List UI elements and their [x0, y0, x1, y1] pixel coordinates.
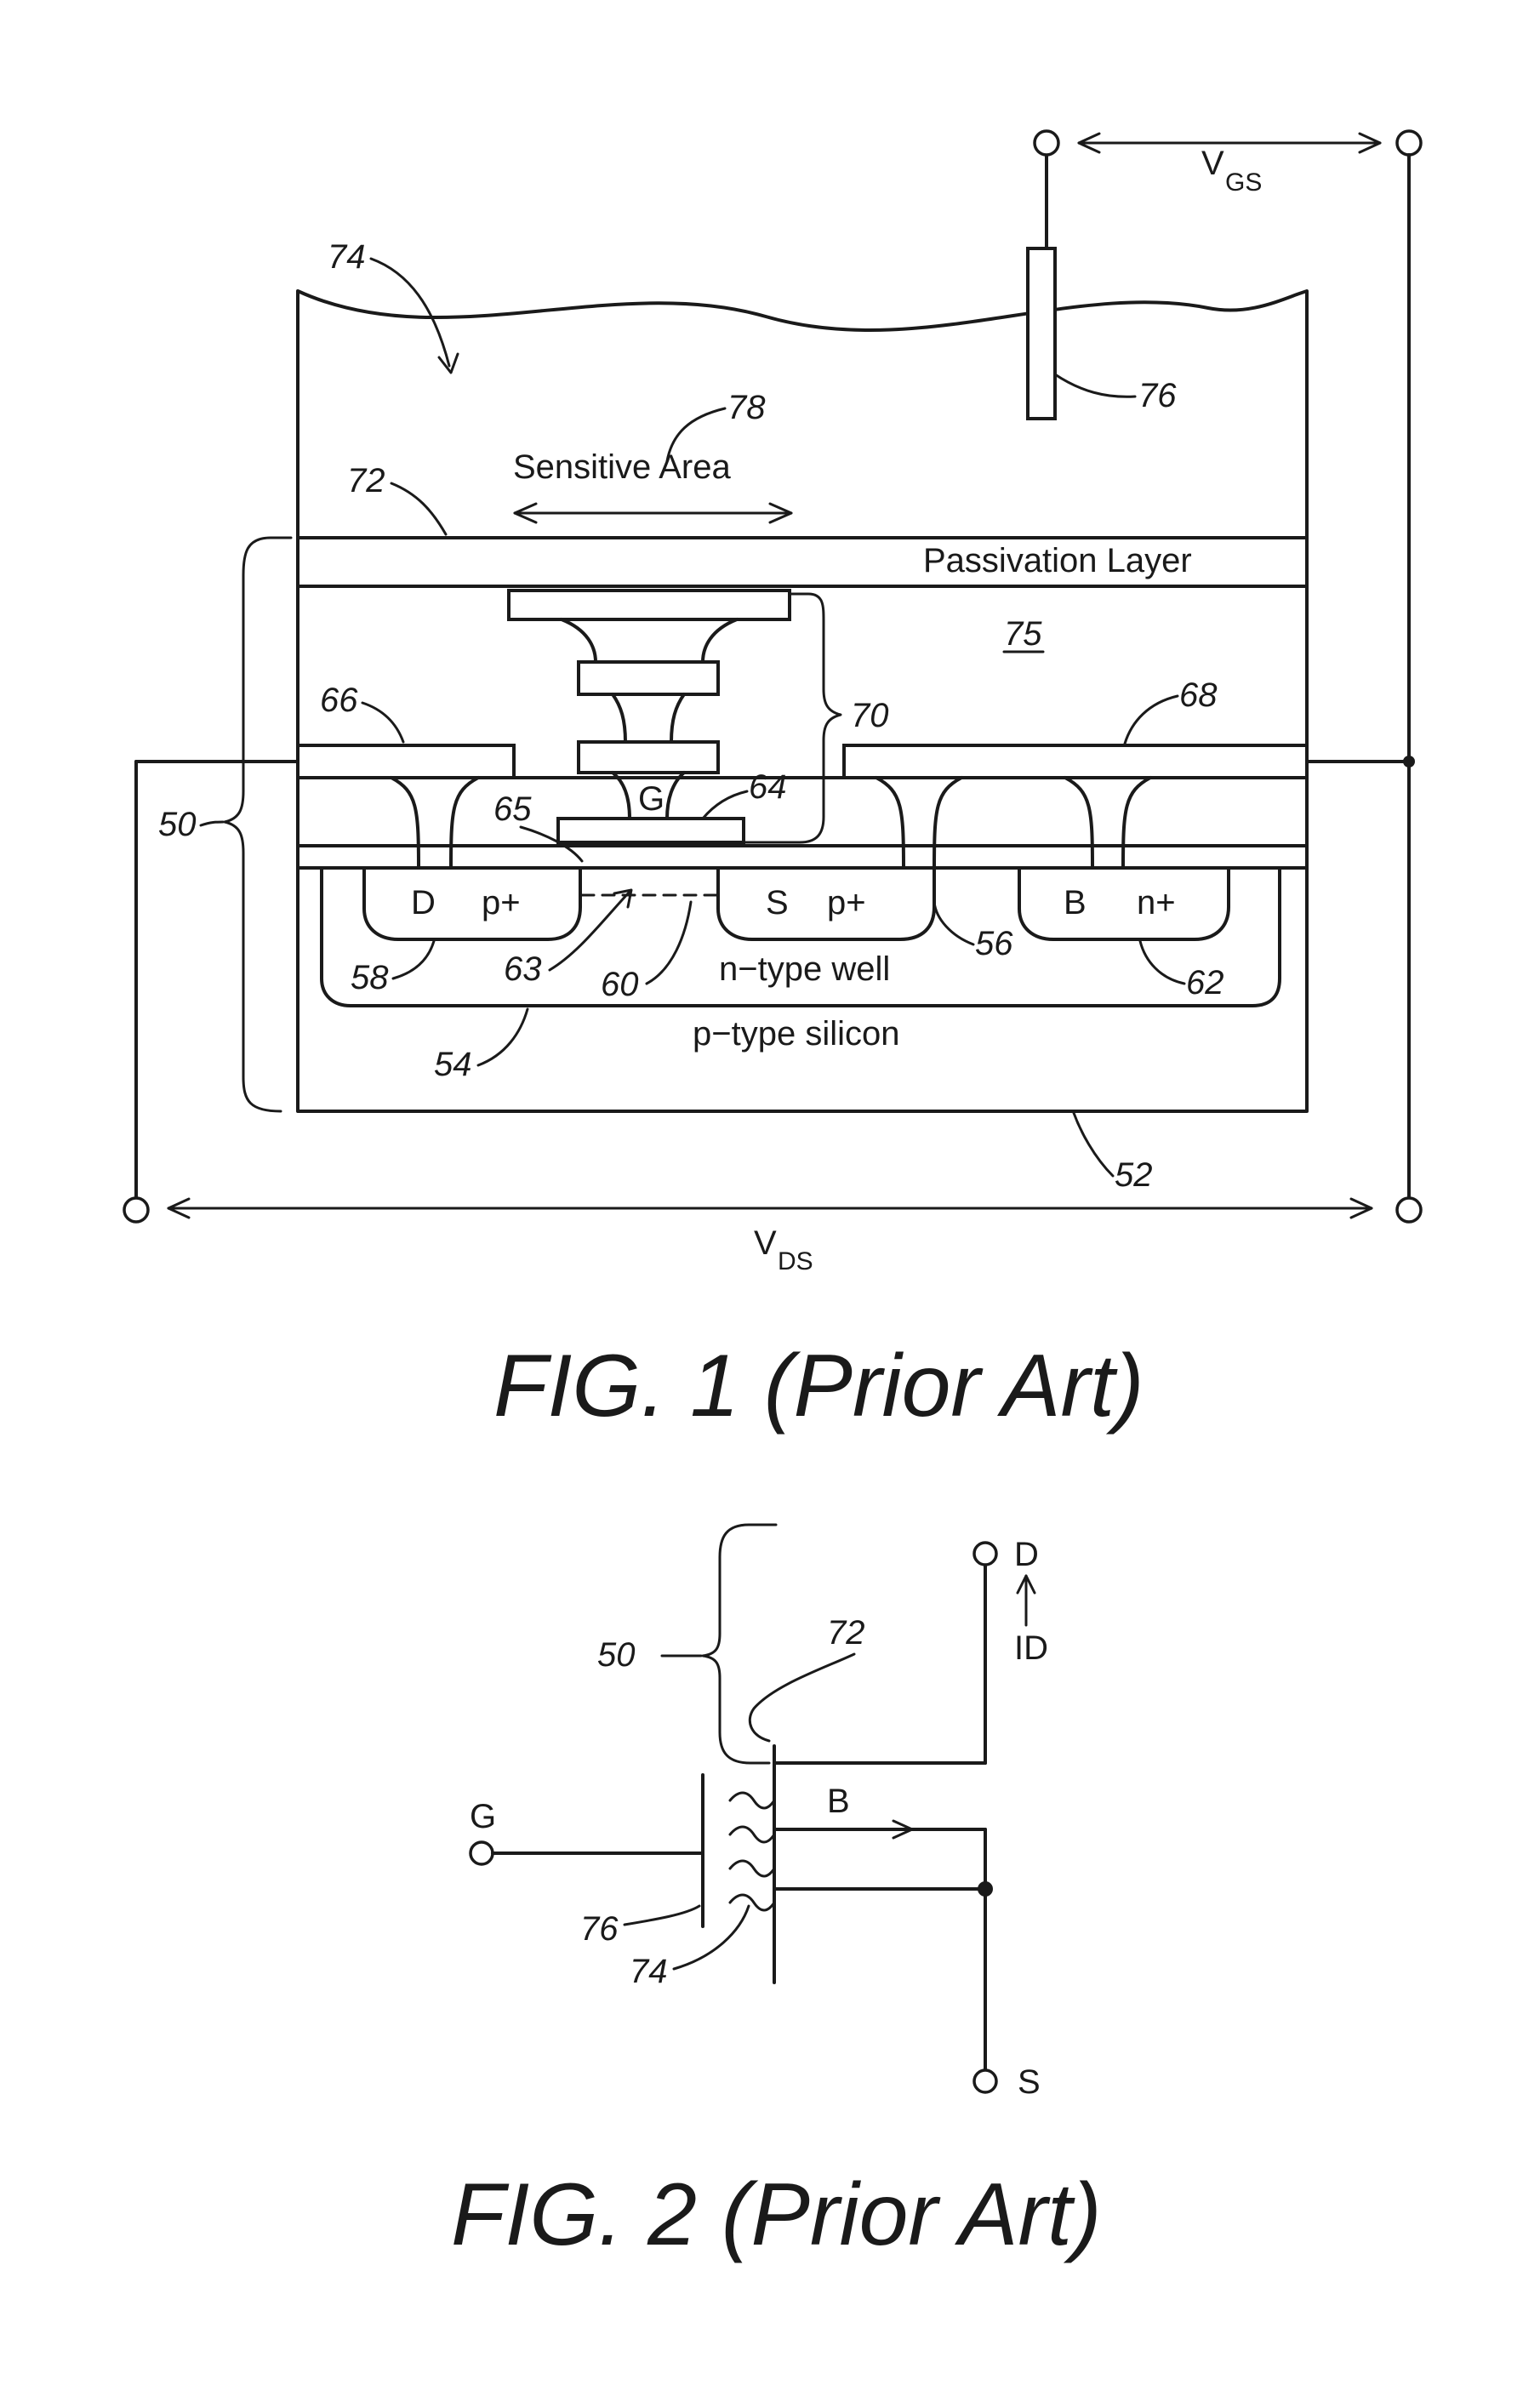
vds-label-sub: DS — [778, 1247, 813, 1275]
vgs-label-sub: GS — [1225, 168, 1262, 197]
bulk-region — [1019, 868, 1229, 939]
passivation-label: Passivation Layer — [923, 542, 1192, 579]
fig2-ref-76: 76 — [580, 1910, 619, 1948]
leader-72 — [391, 483, 446, 534]
wave-1 — [730, 1793, 774, 1808]
fig2-ref-74: 74 — [630, 1953, 668, 1990]
wave-3 — [730, 1861, 774, 1876]
fig2: 50 72 G D ID B S — [451, 1525, 1102, 2264]
fig2-drain-label: D — [1014, 1536, 1039, 1573]
ref-63: 63 — [504, 950, 542, 988]
bulk-label: B — [1064, 884, 1087, 921]
gate-poly — [558, 819, 744, 842]
source-region — [718, 868, 934, 939]
leader-64 — [703, 791, 747, 819]
leader-62 — [1140, 941, 1184, 984]
n-well-label: n−type well — [719, 950, 890, 988]
leader-52 — [1074, 1113, 1113, 1176]
leader-63 — [550, 892, 630, 970]
vds-label: V — [754, 1224, 778, 1262]
source-label: S — [766, 884, 789, 921]
fig2-source-label: S — [1018, 2063, 1041, 2101]
leader-58 — [393, 941, 434, 979]
vgs-label: V — [1201, 145, 1225, 182]
fig2-leader-76 — [625, 1906, 699, 1925]
source-dope-label: p+ — [827, 884, 866, 921]
vds-terminal-right — [1397, 1198, 1421, 1222]
brace-50 — [225, 538, 291, 1111]
ref-56: 56 — [975, 925, 1013, 962]
via-mid — [613, 694, 684, 742]
leader-74 — [371, 259, 449, 366]
via-upper — [562, 619, 737, 662]
mid-metal-plate-1 — [579, 662, 718, 694]
fig2-brace-50 — [703, 1525, 776, 1763]
top-metal-plate — [509, 591, 790, 619]
fig2-ref-50: 50 — [597, 1636, 636, 1674]
bulk-dope-label: n+ — [1137, 884, 1176, 921]
leader-54 — [478, 1009, 528, 1065]
reference-electrode — [1028, 248, 1055, 419]
ref-72: 72 — [347, 462, 385, 499]
ref-78: 78 — [727, 389, 766, 426]
fig2-gate-label: G — [470, 1798, 496, 1835]
ref-65: 65 — [493, 790, 532, 828]
gate-label: G — [638, 780, 664, 818]
junction-dot — [1403, 756, 1415, 767]
leader-50 — [201, 822, 223, 825]
leader-66 — [362, 703, 403, 742]
ref-50: 50 — [158, 806, 197, 843]
drain-region — [364, 868, 580, 939]
drain-dope-label: p+ — [482, 884, 521, 921]
ref-75: 75 — [1004, 615, 1042, 653]
vgs-terminal-left — [1035, 131, 1058, 155]
metal-drain-line — [298, 745, 514, 778]
sensitive-area-label: Sensitive Area — [513, 448, 731, 486]
ref-60: 60 — [601, 966, 639, 1003]
ref-70: 70 — [851, 697, 889, 734]
drain-plug — [391, 778, 478, 868]
leader-76 — [1055, 374, 1135, 397]
fig2-caption: FIG. 2 (Prior Art) — [451, 2165, 1102, 2264]
fig2-drain-terminal — [974, 1543, 996, 1565]
ref-68: 68 — [1179, 676, 1218, 714]
p-silicon-label: p−type silicon — [693, 1015, 899, 1053]
drain-label: D — [411, 884, 436, 921]
mid-metal-plate-2 — [579, 742, 718, 773]
ref-62: 62 — [1186, 964, 1224, 1001]
fig2-gate-terminal — [471, 1842, 493, 1864]
bulk-plug — [1065, 778, 1150, 868]
leader-68 — [1125, 696, 1178, 744]
fig2-bulk-label: B — [827, 1783, 850, 1820]
fig1-caption: FIG. 1 (Prior Art) — [493, 1337, 1144, 1435]
fig2-ref-72: 72 — [827, 1614, 865, 1652]
fig2-id-label: ID — [1014, 1629, 1048, 1667]
ref-76: 76 — [1138, 377, 1177, 414]
ref-66: 66 — [320, 682, 358, 719]
fig2-leader-74 — [674, 1906, 749, 1969]
leader-60 — [647, 902, 691, 984]
vds-terminal-left — [124, 1198, 148, 1222]
leader-56 — [934, 902, 973, 944]
source-plug — [876, 778, 961, 868]
ref-64: 64 — [749, 768, 787, 806]
wave-2 — [730, 1827, 774, 1842]
fig1: Passivation Layer Sensitive Area V GS G — [124, 131, 1421, 1435]
wave-4 — [730, 1895, 774, 1910]
ref-74: 74 — [328, 238, 366, 276]
fig2-leader-72 — [750, 1654, 854, 1741]
ref-52: 52 — [1115, 1156, 1153, 1194]
fig2-source-terminal — [974, 2070, 996, 2092]
metal-source-bulk-line — [844, 745, 1307, 778]
ref-54: 54 — [434, 1046, 472, 1083]
ref-58: 58 — [351, 959, 389, 996]
vgs-terminal-right — [1397, 131, 1421, 155]
